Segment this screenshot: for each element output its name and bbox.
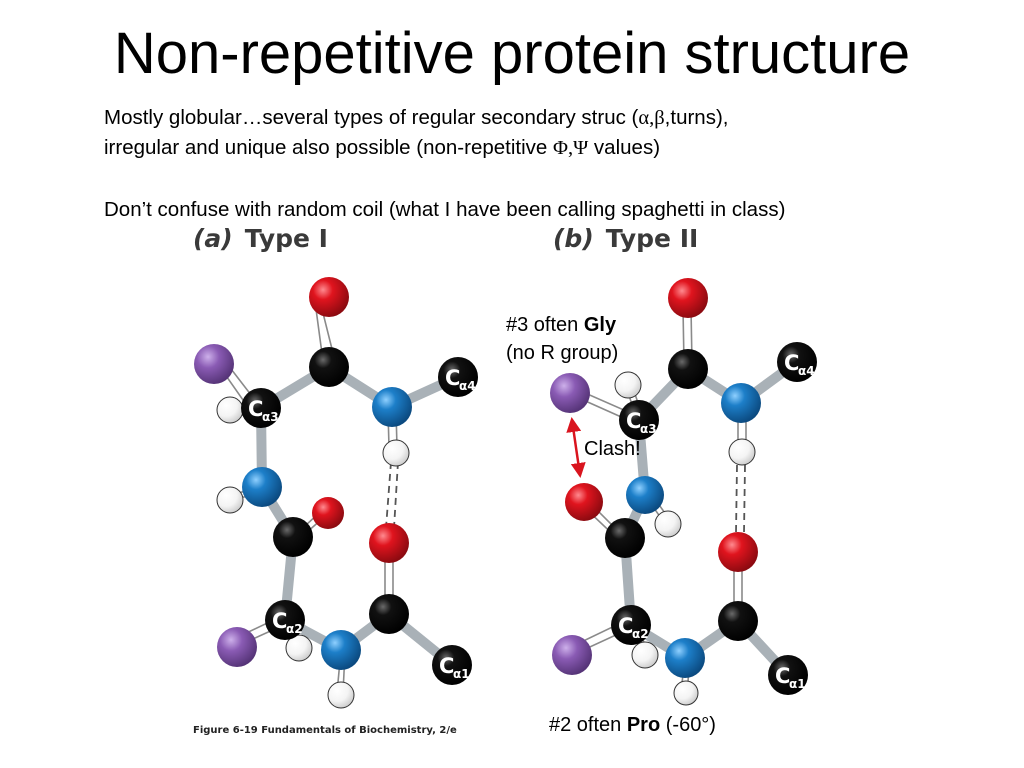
bullet-line-2-text-a: irregular and unique also possible (non-…	[104, 136, 553, 159]
calpha-sub-label: α1	[789, 677, 806, 691]
type-1-calpha-4: C α4	[438, 357, 478, 397]
type-2-hydrogen-atom	[673, 680, 699, 706]
calpha-sub-label: α3	[640, 422, 657, 436]
calpha-c-label: C	[784, 351, 799, 375]
type-2-side-chain	[552, 635, 592, 675]
calpha-sub-label: α2	[286, 622, 303, 636]
calpha-sub-label: α4	[459, 379, 476, 393]
pro-annotation: #2 often Pro (-60°)	[549, 711, 716, 739]
type-2-calpha-1: C α1	[768, 655, 808, 695]
bullet-line-2: irregular and unique also possible (non-…	[104, 134, 660, 162]
gly-annotation-bold: Gly	[583, 314, 617, 336]
calpha-c-label: C	[445, 366, 460, 390]
type-1-molecule: C α3 C α4 C α2 C α1	[194, 277, 478, 709]
type-2-carbonyl-carbon	[718, 601, 758, 641]
type-2-hydrogen-atom	[654, 510, 682, 538]
calpha-c-label: C	[439, 654, 454, 678]
panel-b-letter: (b)	[553, 224, 594, 253]
type-1-calpha-1: C α1	[432, 645, 472, 685]
type-1-calpha-2: C α2	[265, 600, 305, 640]
slide-title: Non-repetitive protein structure	[113, 21, 911, 86]
type-2-nitrogen-atom	[626, 476, 664, 514]
panel-a-label: (a) Type I	[193, 224, 328, 253]
calpha-c-label: C	[775, 664, 790, 688]
type-2-hydrogen-atom	[614, 371, 642, 399]
type-1-carbonyl-carbon	[369, 594, 409, 634]
gly-annotation-prefix: #3 often	[506, 314, 584, 336]
type-1-oxygen-atom	[309, 277, 349, 317]
panel-a-name: Type I	[244, 224, 328, 253]
type-1-hydrogen-atom	[382, 439, 410, 467]
type-1-carbonyl-carbon	[309, 347, 349, 387]
panel-b-name: Type II	[605, 224, 699, 253]
calpha-sub-label: α1	[453, 667, 470, 681]
type-2-carbonyl-carbon	[668, 349, 708, 389]
type-1-side-chain	[194, 344, 234, 384]
pro-annotation-bold: Pro	[626, 714, 661, 736]
type-2-hydrogen-bond	[735, 464, 746, 534]
pro-annotation-suffix: (-60°)	[660, 714, 716, 736]
type-1-nitrogen-atom	[372, 387, 412, 427]
type-1-carbonyl-carbon	[273, 517, 313, 557]
type-2-calpha-4: C α4	[777, 342, 817, 382]
calpha-c-label: C	[272, 609, 287, 633]
calpha-c-label: C	[618, 614, 633, 638]
type-1-hydrogen-atom	[327, 681, 355, 709]
type-2-oxygen-atom	[668, 278, 708, 318]
type-2-hydrogen-atom	[728, 438, 756, 466]
type-2-oxygen-atom	[718, 532, 758, 572]
type-2-side-chain	[550, 373, 590, 413]
type-1-nitrogen-atom	[321, 630, 361, 670]
clash-arrow	[566, 417, 586, 478]
type-2-nitrogen-atom	[665, 638, 705, 678]
type-2-oxygen-atom	[565, 483, 603, 521]
calpha-sub-label: α4	[798, 364, 815, 378]
panel-b-label: (b) Type II	[553, 224, 698, 253]
bullet-line-2-text-b: values)	[588, 136, 661, 159]
calpha-c-label: C	[626, 409, 641, 433]
calpha-sub-label: α3	[262, 410, 279, 424]
calpha-sub-label: α2	[632, 627, 649, 641]
type-1-hydrogen-atom	[285, 634, 313, 662]
type-2-calpha-2: C α2	[611, 605, 651, 645]
panel-a-letter: (a)	[193, 224, 233, 253]
calpha-c-label: C	[248, 397, 263, 421]
greek-alpha-beta: α,β	[638, 107, 665, 129]
gly-annotation-line-2: (no R group)	[506, 342, 619, 364]
type-1-calpha-3: C α3	[241, 388, 281, 428]
type-1-hydrogen-atom	[216, 396, 244, 424]
bullet-line-3: Don’t confuse with random coil (what I h…	[104, 198, 786, 221]
type-1-side-chain	[217, 627, 257, 667]
type-2-carbonyl-carbon	[605, 518, 645, 558]
bullet-line-1-text-b: ,turns),	[664, 106, 729, 129]
gly-annotation: #3 often Gly	[506, 311, 616, 339]
type-2-hydrogen-atom	[631, 641, 659, 669]
clash-label: Clash!	[584, 438, 641, 460]
greek-phi-psi: Φ,Ψ	[553, 137, 589, 159]
type-1-nitrogen-atom	[242, 467, 282, 507]
type-2-nitrogen-atom	[721, 383, 761, 423]
figure-caption: Figure 6-19 Fundamentals of Biochemistry…	[193, 725, 457, 736]
bullet-line-1: Mostly globular…several types of regular…	[104, 104, 728, 132]
type-1-hydrogen-atom	[216, 486, 244, 514]
pro-annotation-prefix: #2 often	[549, 714, 627, 736]
type-1-hydrogen-bond	[385, 461, 399, 529]
type-2-calpha-3: C α3	[619, 400, 659, 440]
bullet-line-1-text-a: Mostly globular…several types of regular…	[104, 106, 639, 129]
type-1-oxygen-atom	[369, 523, 409, 563]
type-2-molecule: C α3 C α4 C α2 C α1	[550, 278, 817, 706]
type-1-oxygen-atom	[312, 497, 344, 529]
